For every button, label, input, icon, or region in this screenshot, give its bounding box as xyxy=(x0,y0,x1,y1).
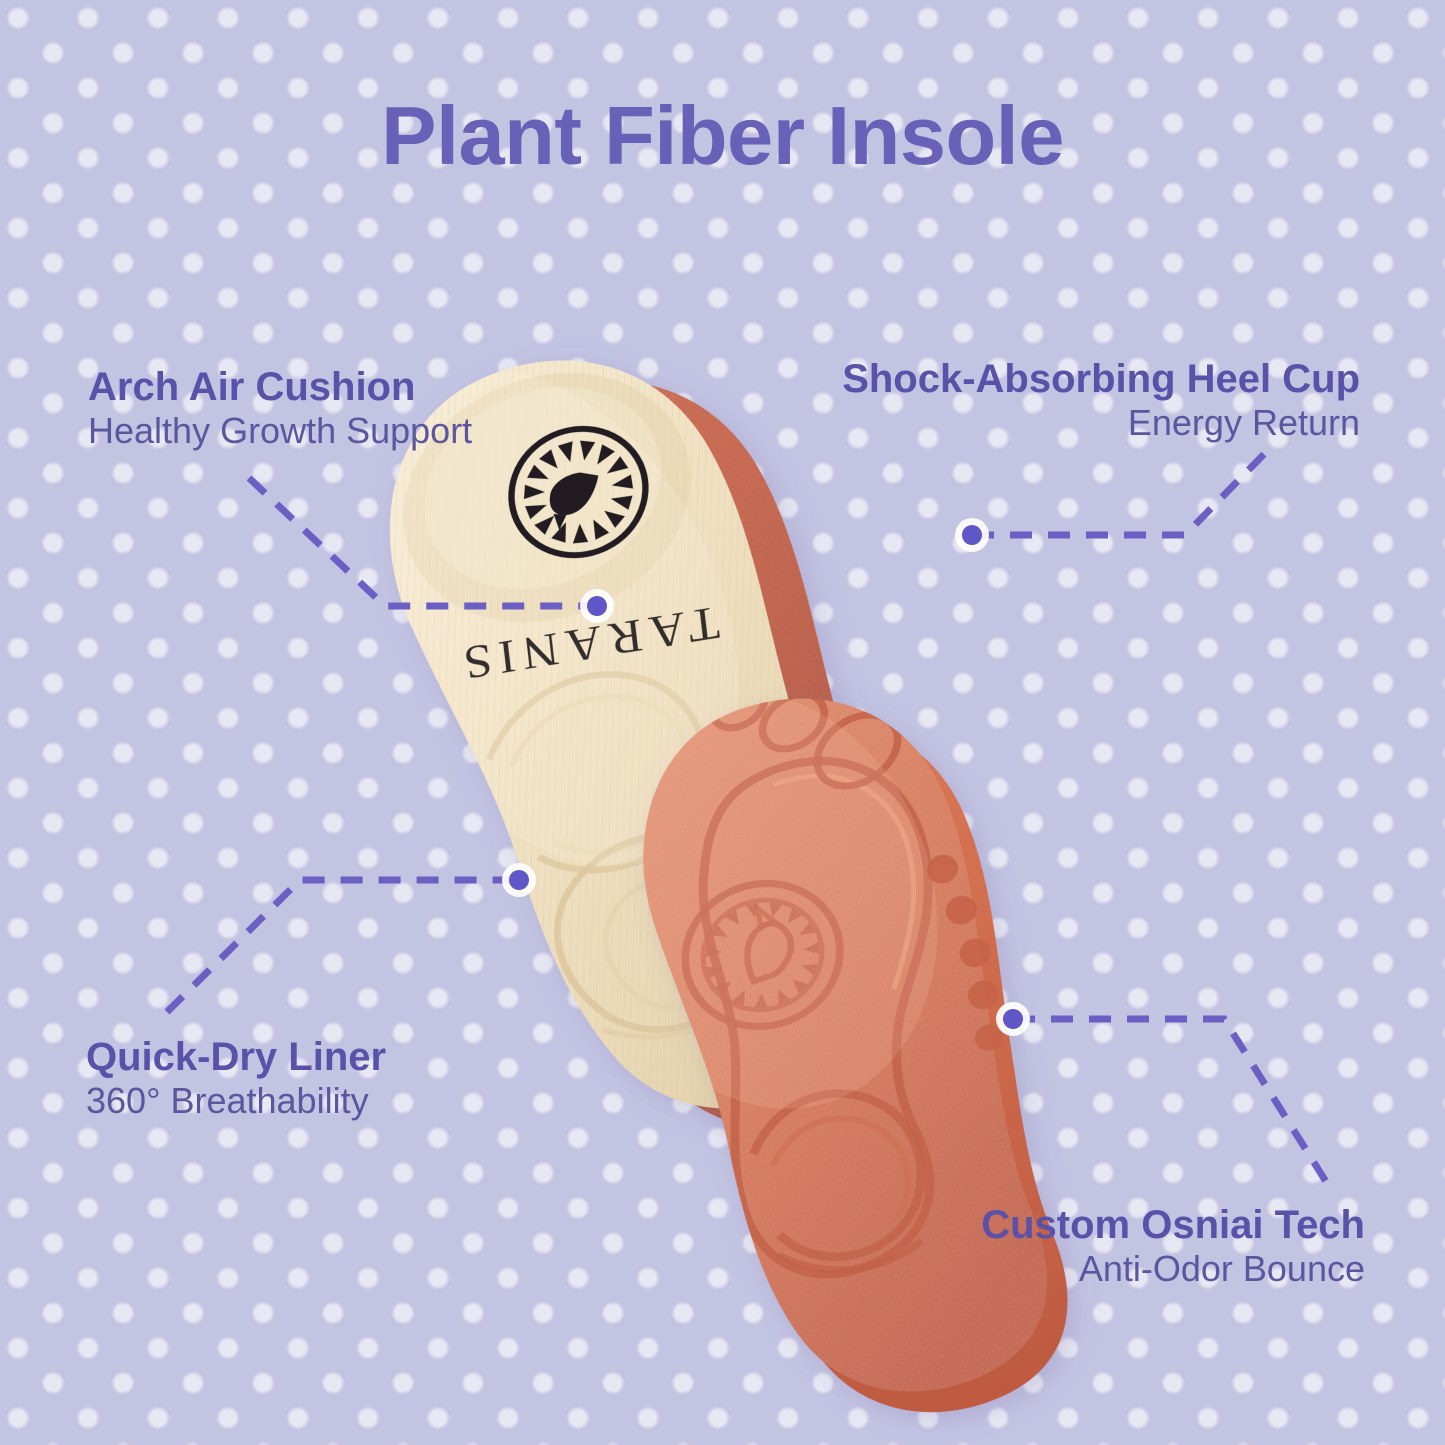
page-title: Plant Fiber Insole xyxy=(381,89,1064,182)
callout-quick-dry-liner: Quick-Dry Liner 360° Breathability xyxy=(86,1036,386,1122)
callout-heading: Arch Air Cushion xyxy=(88,365,416,409)
callout-shock-absorbing-heel-cup: Shock-Absorbing Heel Cup Energy Return xyxy=(842,358,1360,444)
callout-heading: Custom Osniai Tech xyxy=(981,1203,1365,1247)
callout-subtext: 360° Breathability xyxy=(86,1080,369,1122)
callout-custom-osniai-tech: Custom Osniai Tech Anti-Odor Bounce xyxy=(981,1204,1365,1290)
callout-subtext: Energy Return xyxy=(1127,402,1360,444)
callout-arch-air-cushion: Arch Air Cushion Healthy Growth Support xyxy=(88,366,472,452)
heel-tread-notches xyxy=(927,854,1004,1051)
callout-heading: Shock-Absorbing Heel Cup xyxy=(842,357,1360,401)
callout-subtext: Healthy Growth Support xyxy=(88,410,473,452)
callout-heading: Quick-Dry Liner xyxy=(86,1035,387,1079)
callout-subtext: Anti-Odor Bounce xyxy=(1078,1248,1365,1290)
